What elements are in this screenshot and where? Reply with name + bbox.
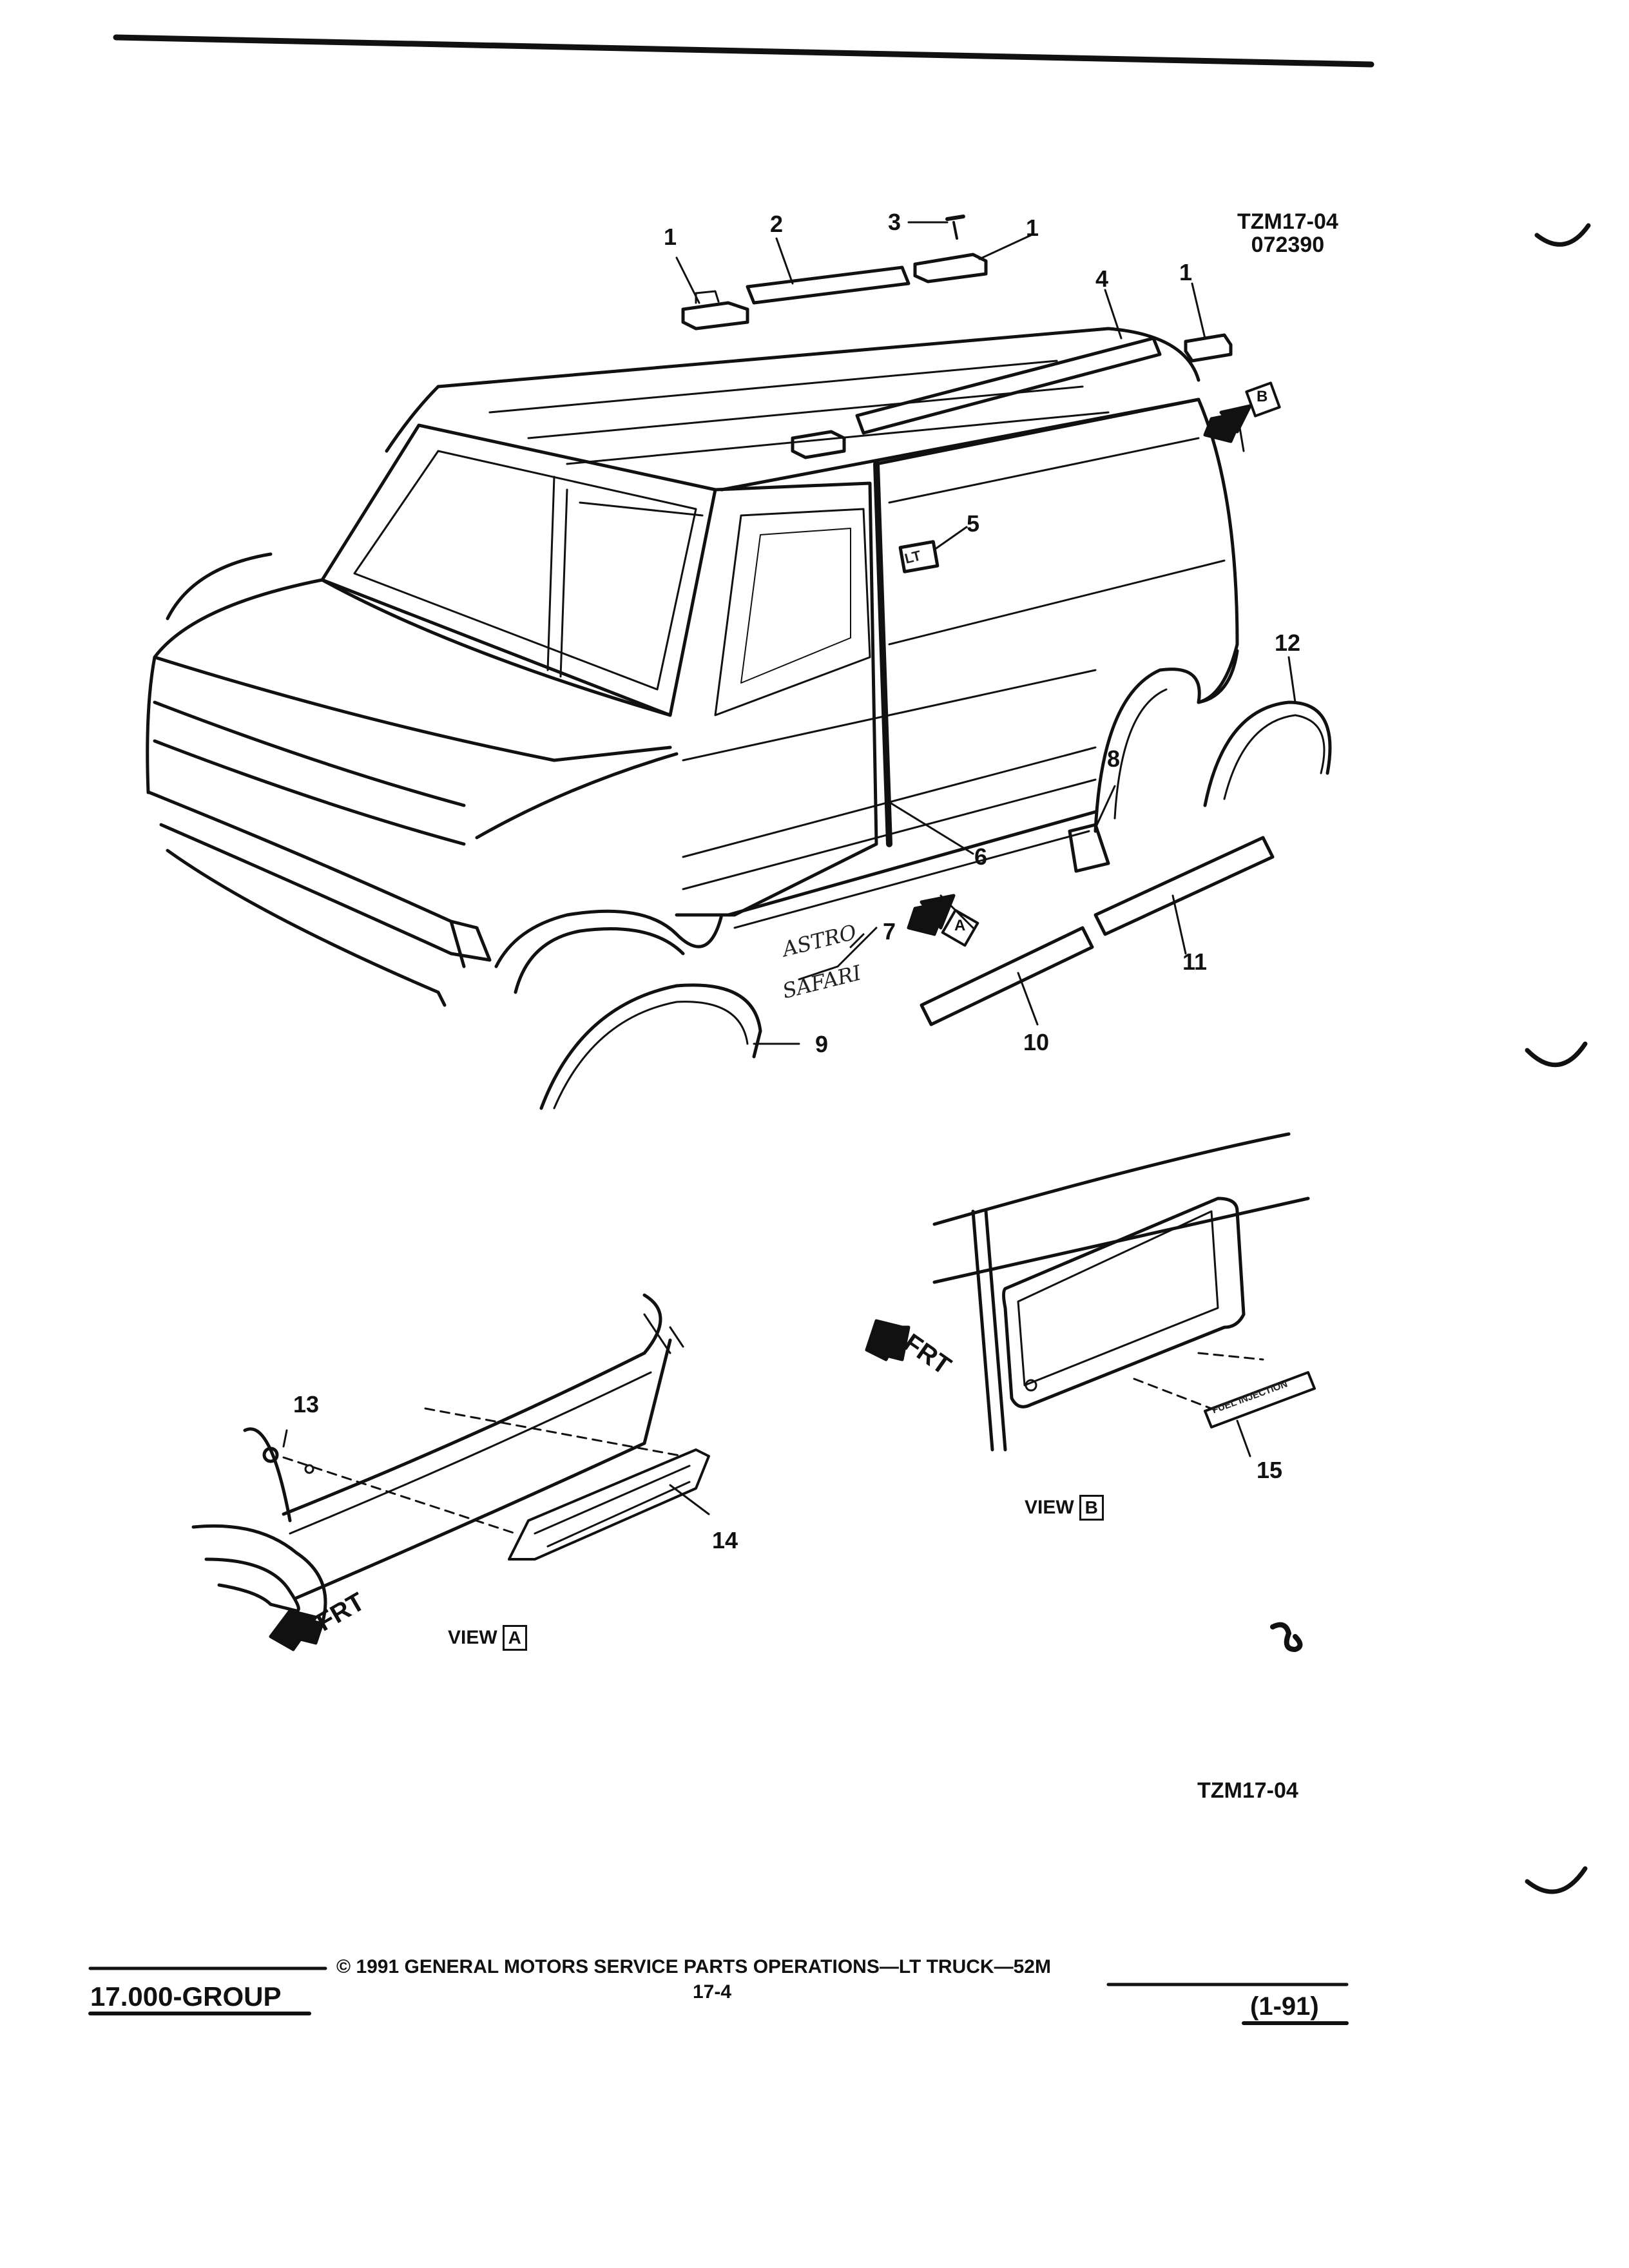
margin-mark-3 bbox=[1525, 1866, 1588, 1894]
callout-1: 1 bbox=[664, 224, 677, 250]
callout-8: 8 bbox=[1107, 745, 1121, 772]
footer-date: (1-91) bbox=[1250, 1992, 1319, 2021]
arrow-a-letter: A bbox=[954, 917, 966, 934]
callout-1c: 1 bbox=[1179, 259, 1193, 285]
view-b-detail bbox=[865, 1132, 1316, 1457]
side-trim-parts bbox=[539, 540, 1332, 1110]
callout-13: 13 bbox=[293, 1391, 320, 1418]
callout-14: 14 bbox=[712, 1527, 738, 1553]
callout-1b: 1 bbox=[1026, 215, 1039, 241]
figure-date: 072390 bbox=[1251, 232, 1325, 257]
margin-mark-2 bbox=[1525, 1041, 1588, 1068]
callout-10: 10 bbox=[1023, 1029, 1050, 1055]
view-a-letter: A bbox=[502, 1625, 527, 1651]
leader-lines bbox=[675, 221, 1296, 1045]
view-a-detail bbox=[191, 1293, 710, 1651]
callout-2: 2 bbox=[770, 211, 784, 237]
bottom-figure-code: TZM17-04 bbox=[1197, 1778, 1298, 1803]
footer-page: 17-4 bbox=[693, 1981, 732, 2003]
view-b-letter: B bbox=[1079, 1495, 1104, 1521]
van-body bbox=[146, 327, 1245, 1007]
callout-7: 7 bbox=[883, 918, 896, 945]
footer-group: 17.000-GROUP bbox=[90, 1981, 282, 2012]
callout-11: 11 bbox=[1182, 948, 1208, 975]
figure-code: TZM17-04 bbox=[1237, 209, 1338, 234]
figure-code-block: TZM17-04 072390 bbox=[1237, 209, 1338, 257]
callout-12: 12 bbox=[1275, 629, 1301, 656]
callout-9: 9 bbox=[815, 1031, 829, 1057]
margin-mark-1 bbox=[1534, 223, 1591, 247]
callout-6: 6 bbox=[974, 843, 988, 870]
publisher-logo bbox=[1270, 1622, 1303, 1652]
view-arrow-b-mark bbox=[1203, 381, 1281, 443]
callout-15: 15 bbox=[1257, 1457, 1283, 1483]
arrow-b-letter: B bbox=[1257, 388, 1268, 405]
top-rule bbox=[113, 34, 1374, 68]
view-a-word: VIEW bbox=[448, 1627, 497, 1648]
view-arrow-a-mark bbox=[907, 894, 979, 947]
footer-copyright: © 1991 GENERAL MOTORS SERVICE PARTS OPER… bbox=[336, 1956, 1051, 1977]
roof-rack-parts bbox=[681, 215, 1233, 459]
callout-4: 4 bbox=[1095, 265, 1109, 292]
callout-5: 5 bbox=[967, 510, 980, 537]
view-b-word: VIEW bbox=[1025, 1497, 1074, 1518]
callout-3: 3 bbox=[888, 209, 901, 235]
